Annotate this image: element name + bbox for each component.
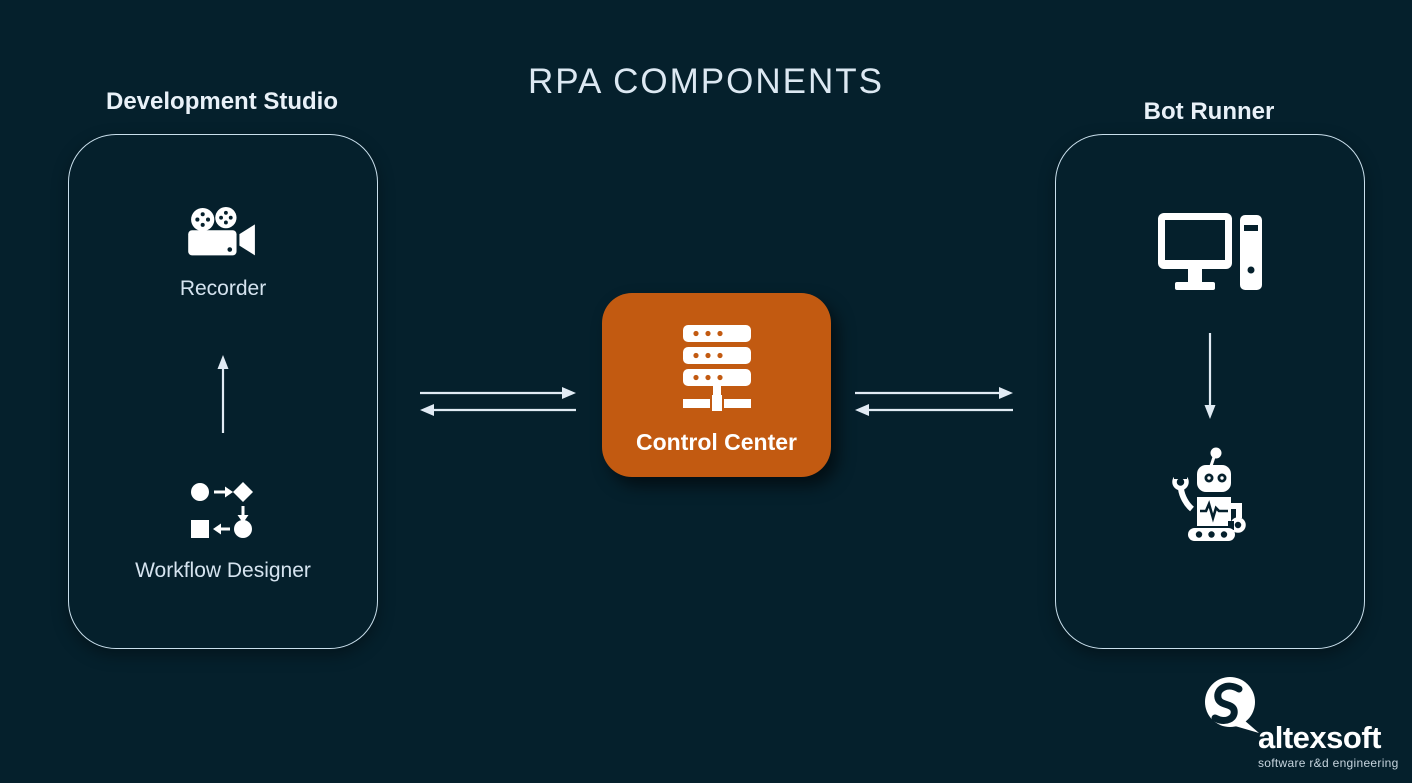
page-title: RPA COMPONENTS — [527, 62, 884, 101]
development-studio-label: Development Studio — [105, 88, 339, 115]
logo-name: altexsoft — [1258, 720, 1381, 755]
logo-tagline: software r&d engineering — [1258, 756, 1399, 770]
workflow-designer-label: Workflow Designer — [135, 559, 311, 582]
arrow-left-center-to-studio — [420, 404, 576, 416]
control-center-label: Control Center — [636, 429, 797, 455]
recorder-label: Recorder — [179, 277, 267, 300]
altexsoft-bubble-icon — [1205, 677, 1259, 733]
control-center-box: Control Center — [602, 293, 831, 477]
video-camera-icon — [188, 207, 255, 256]
flowchart-icon — [191, 482, 253, 538]
arrow-left-bot-to-center — [855, 404, 1013, 416]
desktop-computer-icon — [1158, 213, 1262, 290]
arrow-right-studio-to-center — [420, 387, 576, 399]
arrow-down-computer-to-robot — [1204, 333, 1216, 419]
bot-runner-label: Bot Runner — [1143, 98, 1275, 125]
robot-icon — [1172, 447, 1246, 541]
arrow-right-center-to-bot — [855, 387, 1013, 399]
bot-runner-panel — [1055, 134, 1365, 649]
arrow-up-workflow-to-recorder — [217, 355, 229, 433]
development-studio-panel: Recorder Workflow Designer — [68, 134, 378, 649]
server-icon — [682, 325, 751, 411]
